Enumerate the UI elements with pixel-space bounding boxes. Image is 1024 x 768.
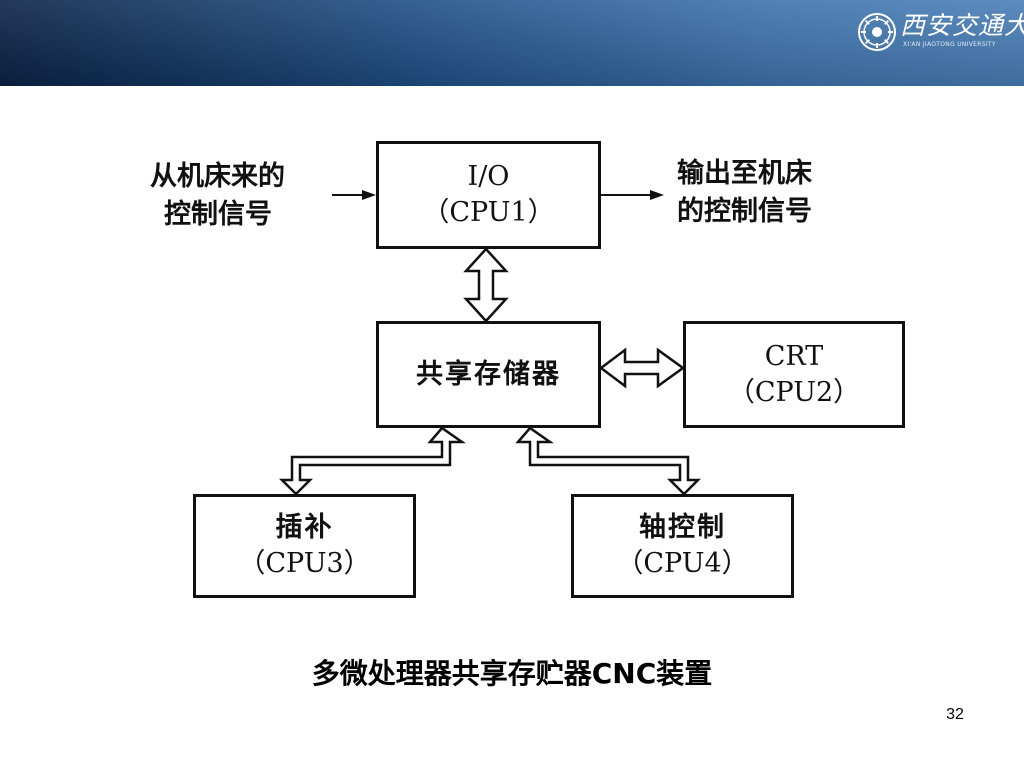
interpolation-box-cpu-label: （CPU3） (238, 548, 371, 579)
page-number: 32 (946, 706, 964, 723)
memory-interp-arrow (278, 426, 466, 496)
shared-memory-box: 共享存储器 (376, 321, 601, 428)
interpolation-box-label: 插补 (275, 512, 334, 543)
output-signal-line2: 的控制信号 (677, 196, 812, 227)
memory-axis-arrow (515, 426, 702, 496)
input-signal-line2: 控制信号 (164, 199, 272, 230)
shared-memory-label: 共享存储器 (416, 358, 561, 390)
interpolation-box: 插补 （CPU3） (193, 494, 416, 598)
crt-box: CRT （CPU2） (683, 321, 905, 428)
axis-control-box: 轴控制 （CPU4） (571, 494, 794, 598)
axis-control-box-label: 轴控制 (639, 512, 726, 543)
title-bar: 西安交通大学 XI'AN JIAOTONG UNIVERSITY (0, 0, 1024, 86)
io-box-cpu-label: （CPU1） (422, 197, 555, 228)
crt-box-label: CRT (764, 340, 824, 372)
axis-control-box-cpu-label: （CPU4） (616, 548, 749, 579)
input-signal-label: 从机床来的 控制信号 (150, 158, 285, 234)
output-signal-label: 输出至机床 的控制信号 (677, 155, 812, 231)
input-signal-line1: 从机床来的 (150, 161, 285, 192)
io-box: I/O （CPU1） (376, 141, 601, 249)
university-logo-text: 西安交通大学 (900, 11, 1024, 40)
output-arrow (600, 190, 664, 200)
output-signal-line1: 输出至机床 (677, 158, 812, 189)
university-logo-subtext: XI'AN JIAOTONG UNIVERSITY (903, 41, 996, 48)
input-arrow (332, 190, 376, 200)
title-bar-shade (0, 0, 1024, 86)
slide-caption: 多微处理器共享存贮器CNC装置 (311, 657, 713, 690)
io-box-label: I/O (467, 161, 510, 192)
crt-box-cpu-label: （CPU2） (727, 376, 861, 408)
memory-crt-double-arrow (598, 347, 686, 389)
io-memory-double-arrow (463, 247, 509, 323)
university-seal-icon (858, 13, 896, 51)
